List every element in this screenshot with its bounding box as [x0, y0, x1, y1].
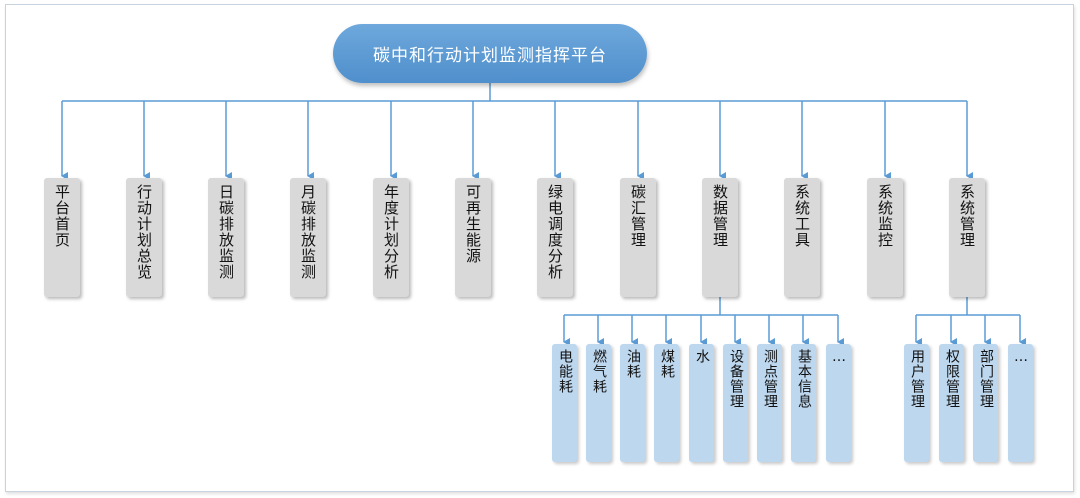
module-annual-plan[interactable]: 年度计划分析: [373, 178, 409, 297]
module-label: 数据管理: [711, 184, 729, 248]
module-carbon-sink[interactable]: 碳汇管理: [620, 178, 656, 297]
sub-more[interactable]: …: [1008, 344, 1033, 462]
sub-coal[interactable]: 煤耗: [654, 344, 679, 462]
root-node[interactable]: 碳中和行动计划监测指挥平台: [333, 24, 647, 83]
module-daily-emission[interactable]: 日碳排放监测: [208, 178, 244, 297]
sub-label: 水: [694, 349, 710, 364]
module-data-management[interactable]: 数据管理: [702, 178, 738, 297]
sub-equipment[interactable]: 设备管理: [723, 344, 748, 462]
sub-electricity[interactable]: 电能耗: [552, 344, 577, 462]
sub-water[interactable]: 水: [689, 344, 714, 462]
sub-users[interactable]: 用户管理: [904, 344, 929, 462]
sub-label: 油耗: [625, 349, 641, 379]
sub-label: 设备管理: [728, 349, 744, 409]
module-plan-overview[interactable]: 行动计划总览: [126, 178, 162, 297]
module-label: 月碳排放监测: [299, 184, 317, 280]
root-title: 碳中和行动计划监测指挥平台: [373, 46, 607, 66]
module-label: 行动计划总览: [135, 184, 153, 280]
module-system-monitor[interactable]: 系统监控: [867, 178, 903, 297]
module-home[interactable]: 平台首页: [44, 178, 80, 297]
sub-more[interactable]: …: [826, 344, 851, 462]
sub-label: 基本信息: [796, 349, 812, 409]
module-label: 平台首页: [53, 184, 71, 248]
module-renewable-energy[interactable]: 可再生能源: [455, 178, 491, 297]
module-label: 碳汇管理: [629, 184, 647, 248]
module-label: 日碳排放监测: [217, 184, 235, 280]
sub-label: …: [831, 349, 847, 366]
sub-label: 测点管理: [762, 349, 778, 409]
sub-permissions[interactable]: 权限管理: [939, 344, 964, 462]
sub-label: 煤耗: [659, 349, 675, 379]
sub-measure-points[interactable]: 测点管理: [757, 344, 782, 462]
module-system-management[interactable]: 系统管理: [949, 178, 985, 297]
sub-label: …: [1013, 349, 1029, 366]
module-label: 系统监控: [876, 184, 894, 248]
module-monthly-emission[interactable]: 月碳排放监测: [290, 178, 326, 297]
module-label: 年度计划分析: [382, 184, 400, 280]
module-label: 绿电调度分析: [546, 184, 564, 280]
sub-label: 燃气耗: [591, 349, 607, 394]
sub-label: 电能耗: [557, 349, 573, 394]
module-system-tools[interactable]: 系统工具: [784, 178, 820, 297]
sub-gas[interactable]: 燃气耗: [586, 344, 611, 462]
sub-label: 权限管理: [944, 349, 960, 409]
sub-basic-info[interactable]: 基本信息: [791, 344, 816, 462]
module-label: 系统工具: [793, 184, 811, 248]
module-label: 系统管理: [958, 184, 976, 248]
sub-label: 用户管理: [909, 349, 925, 409]
sub-oil[interactable]: 油耗: [620, 344, 645, 462]
module-green-power[interactable]: 绿电调度分析: [537, 178, 573, 297]
sub-label: 部门管理: [978, 349, 994, 409]
module-label: 可再生能源: [464, 184, 482, 264]
sub-departments[interactable]: 部门管理: [973, 344, 998, 462]
